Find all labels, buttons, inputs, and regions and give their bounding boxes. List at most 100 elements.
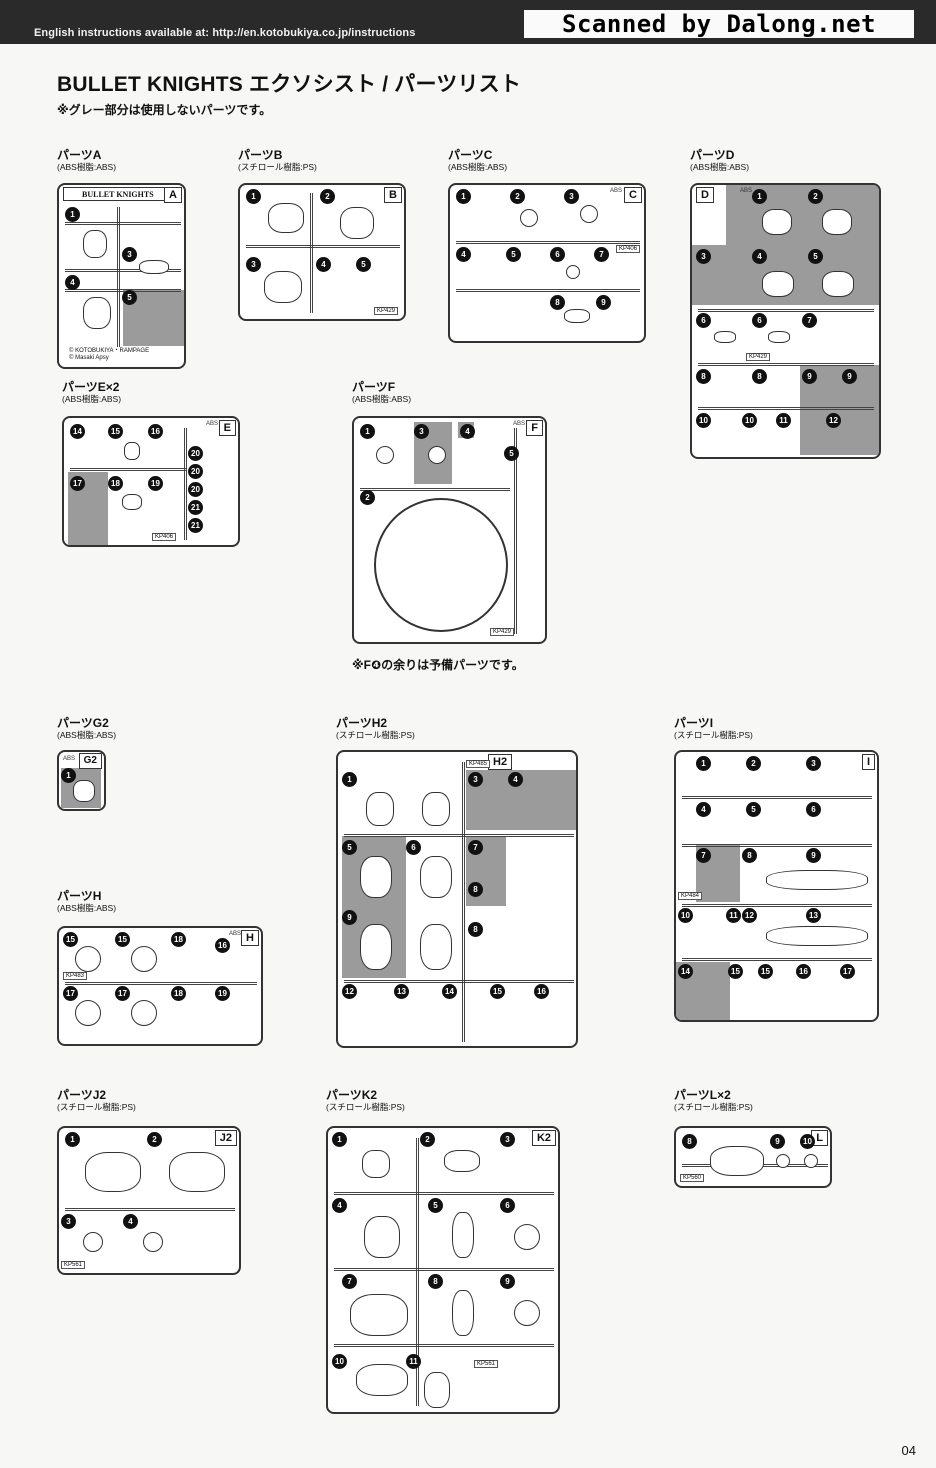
runner-h-code: KP483	[63, 972, 88, 980]
abs-mark: ABS	[228, 931, 241, 937]
part-number-badge: 10	[332, 1354, 347, 1369]
runner-k2-tag: K2	[531, 1130, 556, 1146]
part-number-badge: 3	[500, 1132, 515, 1147]
part-number-badge: 18	[171, 932, 186, 947]
part-number-badge: 20	[188, 482, 203, 497]
part-number-badge: 16	[215, 938, 230, 953]
part-number-badge: 11	[406, 1354, 421, 1369]
part-number-badge: 8	[468, 882, 483, 897]
runner-j2: J2 1 2 3 4 KP561	[57, 1126, 241, 1275]
part-number-badge: 9	[806, 848, 821, 863]
abs-mark: ABS	[205, 421, 218, 427]
part-number-badge: 12	[826, 413, 841, 428]
part-number-badge: 6	[696, 313, 711, 328]
part-number-badge: 8	[428, 1274, 443, 1289]
parts-g2-label: パーツG2(ABS樹脂:ABS)	[57, 716, 117, 740]
parts-c-label: パーツC(ABS樹脂:ABS)	[448, 148, 508, 172]
part-number-badge: 9	[842, 369, 857, 384]
part-number-badge: 2	[510, 189, 525, 204]
part-number-badge: 17	[840, 964, 855, 979]
runner-e-code: KP406	[152, 533, 177, 541]
part-number-badge: 4	[752, 249, 767, 264]
part-number-badge: 7	[696, 848, 711, 863]
part-number-badge: 18	[171, 986, 186, 1001]
display-base	[374, 498, 508, 632]
part-number-badge: 4	[316, 257, 331, 272]
runner-d-code: KP429	[746, 353, 771, 361]
part-number-badge: 8	[682, 1134, 697, 1149]
part-number-badge: 4	[508, 772, 523, 787]
abs-mark: ABS	[512, 421, 525, 427]
part-number-badge: 5	[342, 840, 357, 855]
runner-i-code: KP484	[678, 892, 703, 900]
part-number-badge: 1	[752, 189, 767, 204]
part-number-badge: 1	[332, 1132, 347, 1147]
runner-h2-tag: H2	[488, 754, 513, 770]
part-number-badge: 7	[342, 1274, 357, 1289]
part-number-badge: 21	[188, 500, 203, 515]
part-number-badge: 17	[115, 986, 130, 1001]
runner-b-code: KP429	[373, 307, 398, 315]
part-number-badge: 4	[696, 802, 711, 817]
part-number-badge: 7	[802, 313, 817, 328]
part-number-badge: 6	[406, 840, 421, 855]
part-number-badge: 5	[122, 290, 137, 305]
part-number-badge: 13	[806, 908, 821, 923]
part-number-badge: 4	[123, 1214, 138, 1229]
part-number-badge: 2	[320, 189, 335, 204]
abs-mark: ABS	[740, 188, 753, 194]
parts-l-label: パーツL×2(スチロール樹脂:PS)	[674, 1088, 753, 1112]
part-number-badge: 16	[796, 964, 811, 979]
part-number-badge: 6	[550, 247, 565, 262]
parts-d-label: パーツD(ABS樹脂:ABS)	[690, 148, 750, 172]
runner-b-tag: B	[384, 187, 402, 203]
part-number-badge: 18	[108, 476, 123, 491]
part-number-badge: 1	[456, 189, 471, 204]
runner-d-tag: D	[696, 187, 714, 203]
part-number-badge: 11	[726, 908, 741, 923]
part-number-badge: 15	[63, 932, 78, 947]
runner-d: D ABS 1 2 3 4 5 6 6 7 8 8 9 9 10 10 11 1…	[690, 183, 881, 459]
runner-c-tag: C	[624, 187, 642, 203]
part-number-badge: 3	[414, 424, 429, 439]
part-number-badge: 11	[776, 413, 791, 428]
parts-h-label: パーツH(ABS樹脂:ABS)	[57, 889, 117, 913]
spare-part-note: ※F❹の余りは予備パーツです。	[352, 658, 524, 672]
part-number-badge: 17	[70, 476, 85, 491]
part-number-badge: 15	[115, 932, 130, 947]
runner-h2: H2 KP485 1 3 4 5 6 7 8 9 8 12 13 14 15 1…	[336, 750, 578, 1048]
part-number-badge: 9	[770, 1134, 785, 1149]
runner-c-code: KP406	[615, 245, 640, 253]
parts-a-label: パーツA(ABS樹脂:ABS)	[57, 148, 117, 172]
part-number-badge: 10	[800, 1134, 815, 1149]
runner-e: E ABS 14 15 16 17 18 19 20 20 20 21 21 K…	[62, 416, 240, 547]
part-number-badge: 7	[594, 247, 609, 262]
runner-j2-code: KP561	[61, 1261, 86, 1269]
part-number-badge: 15	[490, 984, 505, 999]
runner-k2-code: KP561	[474, 1360, 499, 1368]
parts-b-label: パーツB(スチロール樹脂:PS)	[238, 148, 317, 172]
runner-e-tag: E	[218, 420, 236, 436]
part-number-badge: 1	[61, 768, 76, 783]
part-number-badge: 3	[468, 772, 483, 787]
runner-a-tag: A	[164, 187, 182, 203]
part-number-badge: 10	[696, 413, 711, 428]
part-number-badge: 15	[108, 424, 123, 439]
part-number-badge: 8	[696, 369, 711, 384]
part-number-badge: 5	[808, 249, 823, 264]
part-number-badge: 8	[752, 369, 767, 384]
parts-h2-label: パーツH2(スチロール樹脂:PS)	[336, 716, 415, 740]
part-number-badge: 4	[65, 275, 80, 290]
part-number-badge: 3	[246, 257, 261, 272]
runner-g2-tag: G2	[78, 753, 102, 769]
parts-j2-label: パーツJ2(スチロール樹脂:PS)	[57, 1088, 136, 1112]
part-number-badge: 10	[678, 908, 693, 923]
part-number-badge: 8	[468, 922, 483, 937]
part-number-badge: 6	[752, 313, 767, 328]
part-number-badge: 2	[420, 1132, 435, 1147]
runner-k2: K2 1 2 3 4 5 6 7 8 9 10 11 KP561	[326, 1126, 560, 1414]
bullet-knights-logo: BULLET KNIGHTS	[63, 187, 171, 201]
part-number-badge: 5	[506, 247, 521, 262]
part-number-badge: 14	[678, 964, 693, 979]
parts-k2-label: パーツK2(スチロール樹脂:PS)	[326, 1088, 405, 1112]
